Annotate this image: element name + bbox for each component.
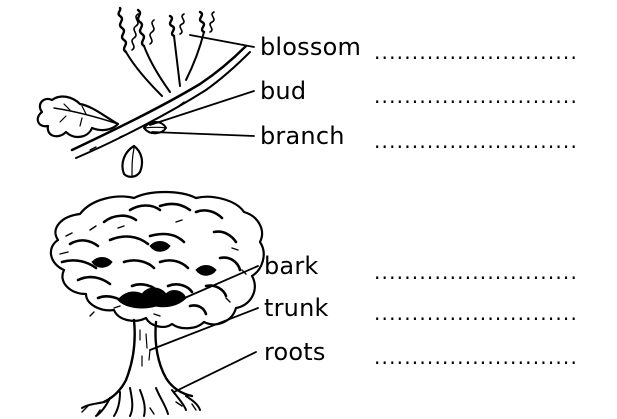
label-roots: roots — [264, 340, 326, 364]
answer-line-bud[interactable]: ........................... — [374, 86, 578, 106]
answer-line-blossom[interactable]: ........................... — [374, 42, 578, 62]
label-blossom: blossom — [260, 35, 361, 59]
label-trunk: trunk — [264, 296, 329, 320]
answer-line-trunk[interactable]: ........................... — [374, 303, 578, 323]
answer-line-branch[interactable]: ........................... — [374, 131, 578, 151]
tree-leader-lines — [150, 266, 258, 392]
answer-line-bark[interactable]: ........................... — [374, 262, 578, 282]
label-branch: branch — [260, 124, 345, 148]
label-bark: bark — [264, 254, 319, 278]
tree-illustration — [51, 192, 264, 416]
branch-illustration — [38, 8, 250, 177]
answer-line-roots[interactable]: ........................... — [374, 347, 578, 367]
label-bud: bud — [260, 79, 306, 103]
